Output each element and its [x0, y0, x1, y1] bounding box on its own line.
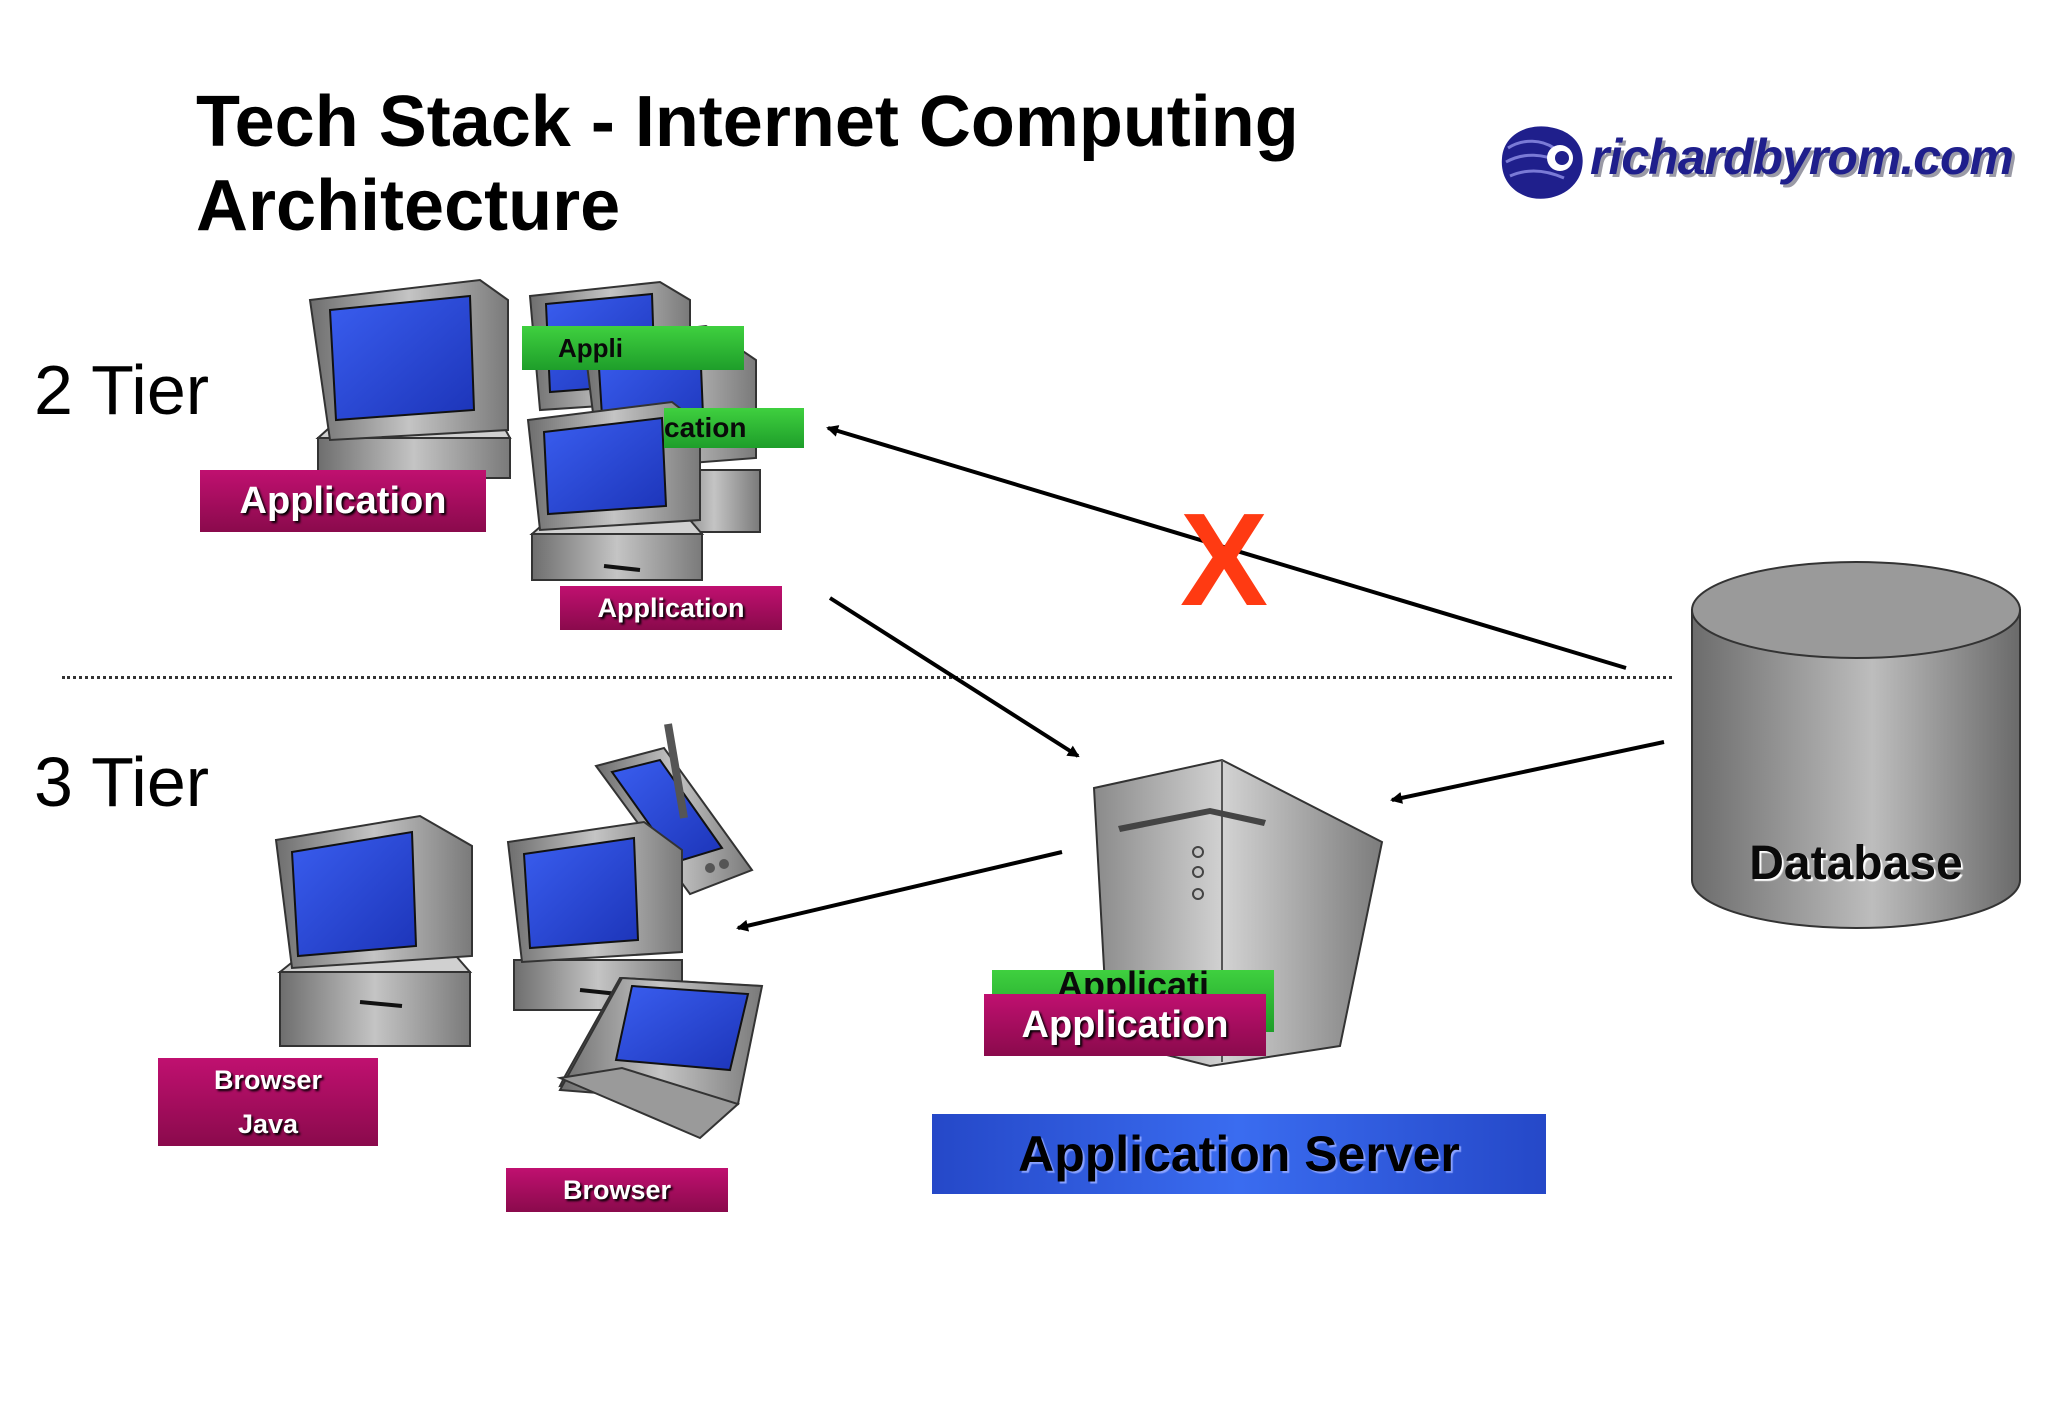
- application-server-banner: Application Server: [932, 1114, 1546, 1194]
- application-label: Application: [984, 994, 1266, 1056]
- tier-label-3: 3 Tier: [34, 743, 210, 821]
- arrow-database-to-2tier: [826, 425, 1627, 670]
- browser-java-label: Browser Java: [158, 1058, 378, 1146]
- application-label: Application: [560, 586, 782, 630]
- lion-logo-icon: [1501, 126, 1583, 199]
- database-cylinder-icon: [1691, 561, 2021, 929]
- logo: richardbyrom.com: [1494, 118, 2034, 208]
- desktop-computer-icon: [274, 814, 473, 1047]
- browser-label: Browser: [506, 1168, 728, 1212]
- arrow-2tier-to-server: [828, 596, 1080, 758]
- desktop-computer-icon: [526, 400, 705, 581]
- title-line-1: Tech Stack - Internet Computing: [196, 82, 1299, 162]
- tier-label-2: 2 Tier: [34, 351, 210, 429]
- pda-icon: [594, 723, 754, 896]
- tier-divider: [62, 676, 1672, 679]
- arrow-database-to-server: [1390, 740, 1665, 804]
- java-label-line: Java: [237, 1109, 299, 1139]
- desktop-computer-icon: [308, 278, 512, 479]
- arrow-server-to-3tier: [736, 850, 1063, 932]
- application-label-green: Appli: [522, 326, 744, 370]
- database-label: Database: [1749, 837, 1963, 890]
- application-label: Application: [200, 470, 486, 532]
- browser-label-line: Browser: [213, 1065, 323, 1095]
- application-label-green: cation: [664, 408, 804, 448]
- blocked-x-mark: X: [1180, 486, 1269, 633]
- logo-text: richardbyrom.com: [1590, 129, 2014, 185]
- page-title: Tech Stack - Internet Computing Architec…: [196, 80, 1299, 248]
- laptop-icon: [556, 976, 764, 1140]
- title-line-2: Architecture: [196, 166, 621, 246]
